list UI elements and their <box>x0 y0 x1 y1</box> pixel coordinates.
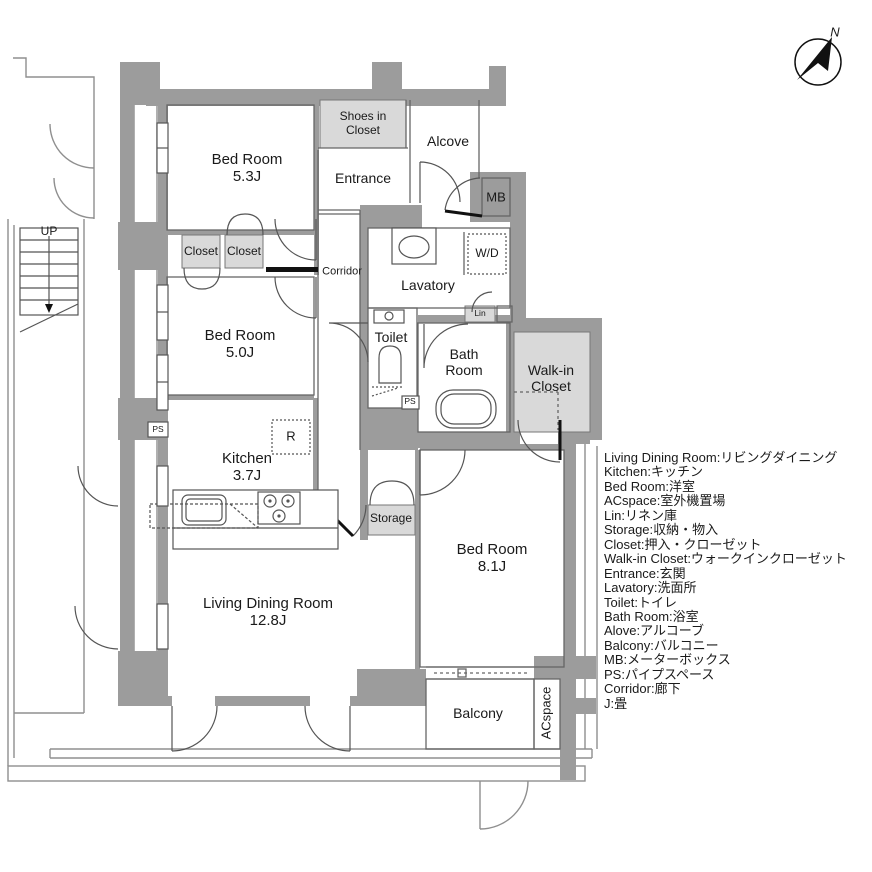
storage-doors <box>369 480 415 506</box>
ldk-door-swing <box>352 504 367 537</box>
storage-fills <box>181 99 591 536</box>
bedroom1-door <box>274 218 317 261</box>
french-door-right <box>304 705 351 752</box>
entrance-inner-door <box>419 161 461 203</box>
lavatory-outline <box>367 227 511 309</box>
shoes-closet-label: Shoes in Closet <box>339 109 387 137</box>
bedroom3-door <box>419 449 466 496</box>
acspace-label: ACspace <box>538 686 554 740</box>
storage-area <box>367 504 416 536</box>
ldk-casement <box>74 605 119 650</box>
walkin-door-swing <box>517 419 561 463</box>
ps1-label: PS <box>152 424 164 435</box>
ps2-box <box>401 395 420 410</box>
lavatory-label: Lavatory <box>401 276 455 293</box>
bedroom2-door <box>274 276 317 319</box>
kitchen-counter <box>149 489 339 550</box>
legend-line: Balcony:バルコニー <box>604 637 719 653</box>
mb-outline <box>481 177 511 217</box>
french-door-left <box>171 705 218 752</box>
kitchen-casement <box>77 465 119 507</box>
legend: Living Dining Room:リビングダイニング Kitchen:キッチ… <box>604 450 847 711</box>
corridor-label: Corridor <box>322 265 362 278</box>
ps2-label: PS <box>404 396 416 407</box>
bath-outline <box>417 322 511 433</box>
toilet-door <box>328 322 369 363</box>
walls <box>118 62 602 780</box>
entrance-label: Entrance <box>334 169 392 186</box>
legend-line: Entrance:玄関 <box>604 565 686 581</box>
closet1-area <box>181 234 221 269</box>
legend-line: Lin:リネン庫 <box>604 507 677 523</box>
storage-label: Storage <box>369 511 413 526</box>
toilet-label: Toilet <box>374 328 408 345</box>
west-windows <box>156 122 169 650</box>
front-door-leaf <box>444 209 483 218</box>
doors <box>74 161 561 752</box>
lavatory-sink <box>391 227 437 265</box>
legend-line: Toilet:トイレ <box>604 594 677 610</box>
balcony-label: Balcony <box>453 704 503 721</box>
legend-line: Living Dining Room:リビングダイニング <box>604 450 838 465</box>
legend-line: PS:パイプスペース <box>604 666 715 682</box>
north-arrow-icon <box>797 37 832 80</box>
closet2-label: Closet <box>226 244 262 259</box>
mb-label: MB <box>486 189 506 205</box>
legend-line: Storage:収納・物入 <box>604 522 719 538</box>
walkin-closet-area <box>513 331 591 433</box>
compass <box>794 37 842 86</box>
ps1-box <box>147 421 169 438</box>
legend-line: Alove:アルコーブ <box>604 623 704 639</box>
legend-line: Lavatory:洗面所 <box>604 580 697 596</box>
stairs <box>19 227 79 333</box>
legend-line: Walk-in Closet:ウォークインクローゼット <box>604 551 847 567</box>
bathtub <box>435 389 497 429</box>
room-outlines <box>166 100 565 750</box>
washer-dryer-box <box>467 233 507 275</box>
legend-line: Closet:押入・クローゼット <box>604 536 762 552</box>
toilet-fixture <box>371 309 405 397</box>
legend-line: Corridor:廊下 <box>604 681 681 697</box>
alcove-label: Alcove <box>426 132 470 149</box>
shoes-closet-area <box>319 99 407 149</box>
legend-line: ACspace:室外機置場 <box>604 493 726 509</box>
acspace-outline <box>533 678 561 750</box>
refrigerator-label: R <box>286 428 296 444</box>
legend-line: Bed Room:洋室 <box>604 478 696 494</box>
legend-line: MB:メーターボックス <box>604 652 731 668</box>
bath-door <box>423 323 469 369</box>
stairs-up-label: UP <box>40 224 58 239</box>
closet2-area <box>224 234 264 269</box>
closet1-doors <box>183 267 221 290</box>
compass-north-label: N <box>830 24 840 40</box>
legend-line: J:畳 <box>604 695 628 711</box>
lin-label: Lin <box>474 308 486 319</box>
corridor-wall <box>266 267 318 272</box>
walkin-label: Walk-in Closet <box>527 361 575 394</box>
front-door-swing <box>444 177 481 211</box>
fixtures <box>19 122 507 650</box>
wd-label: W/D <box>475 246 499 261</box>
stairs-arrow <box>45 304 53 313</box>
legend-line: Bath Room:浴室 <box>604 608 699 624</box>
lavatory-door <box>471 291 493 313</box>
closet2-doors <box>226 213 264 236</box>
bath-label: Bath Room <box>445 345 483 378</box>
legend-line: Kitchen:キッチン <box>604 464 703 480</box>
closet1-label: Closet <box>183 244 219 259</box>
